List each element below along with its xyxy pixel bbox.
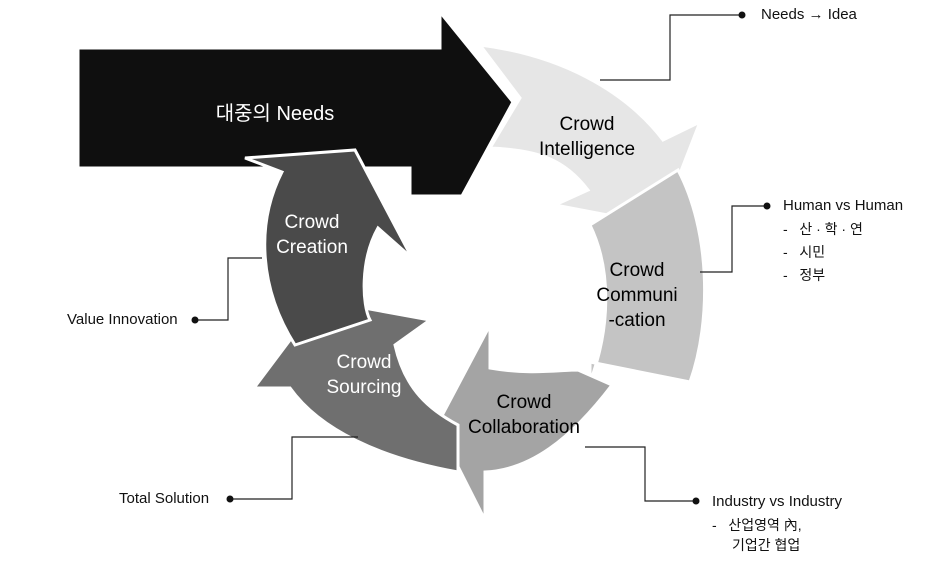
connector-dot-total: [226, 495, 234, 503]
callout-human: Human vs Human: [783, 196, 903, 216]
needs-arrow-label: 대중의 Needs: [216, 102, 335, 125]
segment-label-line: Crowd: [560, 114, 615, 135]
callout-human-item: - 시민: [783, 244, 826, 260]
segment-label-line: -cation: [608, 310, 665, 331]
segment-crowd-collaboration: [435, 324, 615, 521]
segment-crowd-communication: [588, 167, 707, 384]
callout-total-label: Total Solution: [119, 490, 210, 507]
callout-human-item: - 정부: [783, 267, 826, 283]
segment-label-line: Sourcing: [327, 377, 402, 398]
callout-industry: Industry vs Industry: [712, 492, 842, 512]
callout-value-label: Value Innovation: [67, 311, 178, 328]
callout-needs-idea: Needs → Idea: [761, 5, 857, 25]
callout-human-label: Human vs Human: [783, 197, 904, 214]
connector-dot-industry: [692, 497, 700, 505]
connector-dot-human: [763, 202, 771, 210]
segment-label-line: Creation: [276, 237, 348, 258]
segment-label-line: Communi: [596, 285, 677, 306]
segment-label-line: Crowd: [610, 260, 665, 281]
connector-dot-value: [191, 316, 199, 324]
segment-label-line: Collaboration: [468, 417, 580, 438]
connector-total: [231, 436, 358, 500]
segment-label-line: Crowd: [285, 212, 340, 233]
segment-label-line: Intelligence: [539, 139, 635, 160]
connector-value: [196, 257, 262, 321]
needs-arrow: [76, 7, 515, 198]
connector-needs-idea: [600, 14, 740, 81]
segment-crowd-intelligence: [476, 43, 703, 227]
callout-value: Value Innovation: [67, 310, 178, 330]
callout-industry-label: Industry vs Industry: [712, 493, 843, 510]
connector-industry: [585, 446, 694, 502]
segment-label-line: Crowd: [337, 352, 392, 373]
callout-human-item: - 산 · 학 · 연: [783, 221, 863, 237]
callout-total: Total Solution: [119, 489, 209, 509]
callout-needs-idea-label: Needs → Idea: [761, 6, 857, 23]
connector-human: [700, 205, 765, 273]
callout-industry-item: - 산업영역 內,: [712, 517, 802, 533]
callout-industry-item: 기업간 협업: [732, 537, 801, 553]
segment-crowd-creation: [244, 148, 414, 347]
connector-dot-needs-idea: [738, 11, 746, 19]
segment-label-line: Crowd: [497, 392, 552, 413]
